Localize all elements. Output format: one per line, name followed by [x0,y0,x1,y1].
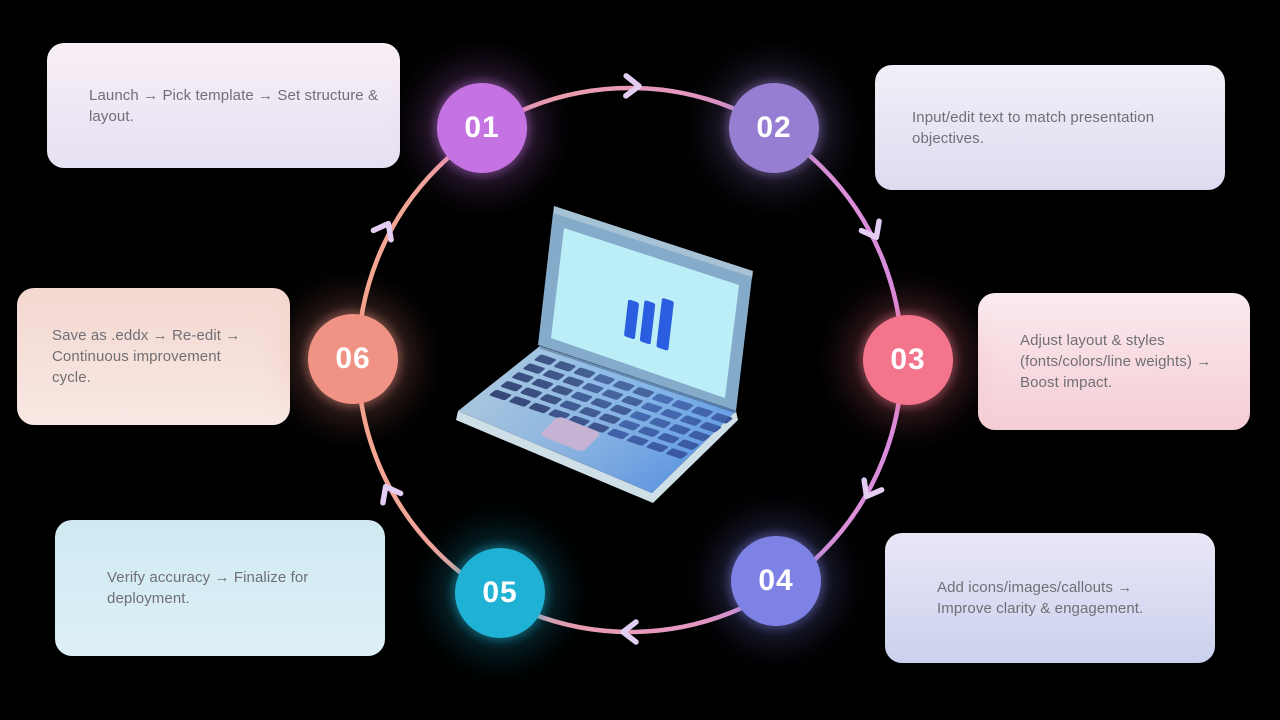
step-2-circle: 02 [729,83,819,173]
step-1-circle: 01 [437,83,527,173]
laptop-base-edge [456,411,738,503]
step-5-number: 05 [482,576,518,609]
step-3-card: Adjust layout & styles (fonts/colors/lin… [978,293,1250,430]
step-5-circle: 05 [455,548,545,638]
step-4-card: Add icons/images/callouts → Improve clar… [885,533,1215,663]
step-6-number: 06 [335,342,371,375]
step-5-card: Verify accuracy → Finalize for deploymen… [55,520,385,656]
arrow-lower-right-icon [861,477,885,500]
step-2-number: 02 [756,111,792,144]
laptop-lid-edge [553,206,753,279]
step-3-text: Adjust layout & styles (fonts/colors/lin… [1020,332,1212,391]
step-1-number: 01 [464,111,500,144]
arrow-bottom-icon [620,619,639,645]
screen-light-glow [458,346,736,493]
step-6-card: Save as .eddx → Re-edit → Continuous imp… [17,288,290,425]
step-6-text: Save as .eddx → Re-edit → Continuous imp… [52,327,241,386]
step-3-circle: 03 [863,315,953,405]
step-5-text: Verify accuracy → Finalize for deploymen… [107,569,309,607]
laptop-illustration [456,206,753,503]
step-2-card: Input/edit text to match presentation ob… [875,65,1225,190]
arrow-upper-left-icon [370,220,394,243]
bar-chart-icon [624,298,674,351]
step-1-text: Launch → Pick template → Set structure &… [89,86,379,125]
laptop-hinge [539,345,737,414]
step-2-text: Input/edit text to match presentation ob… [912,108,1155,147]
step-3-number: 03 [890,343,926,376]
arrow-top-icon [623,73,642,99]
arrow-lower-left-icon [380,483,404,506]
laptop-trackpad [541,417,600,451]
step-4-number: 04 [758,564,794,597]
arrow-upper-right-icon [858,218,882,241]
step-4-text: Add icons/images/callouts → Improve clar… [937,579,1144,617]
step-4-circle: 04 [731,536,821,626]
step-6-circle: 06 [308,314,398,404]
step-1-card: Launch → Pick template → Set structure &… [47,43,400,168]
